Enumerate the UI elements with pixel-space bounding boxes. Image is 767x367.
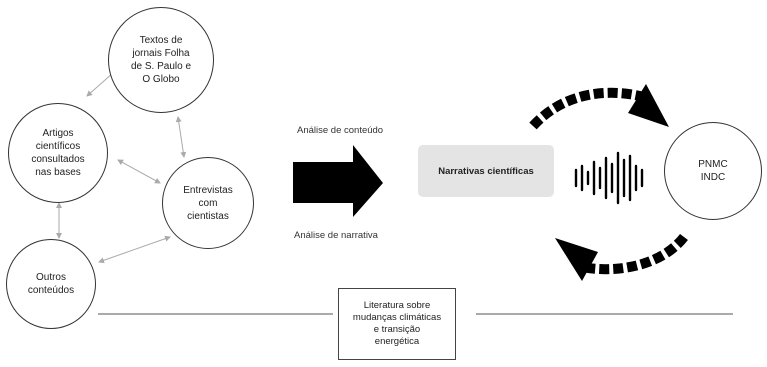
- block-arrow: [293, 145, 383, 217]
- cycle-arrow-bottom: [576, 233, 688, 275]
- circle-entrevistas-label: Entrevistas com cientistas: [183, 184, 233, 222]
- circle-policy-label: PNMC INDC: [698, 159, 728, 183]
- circle-entrevistas: Entrevistas com cientistas: [162, 157, 254, 249]
- connector-artigos-entrevistas: [117, 159, 161, 184]
- literature-box: Literatura sobre mudanças climáticas e t…: [338, 288, 456, 360]
- content-analysis-label: Análise de conteúdo: [297, 125, 384, 136]
- narrative-analysis-label: Análise de narrativa: [294, 230, 378, 241]
- literature-label: Literatura sobre mudanças climáticas e t…: [352, 300, 442, 347]
- cycle-arrowhead-bottom: [555, 238, 598, 281]
- narrativas-label: Narrativas científicas: [438, 165, 534, 177]
- connector-textos-entrevistas: [175, 116, 187, 158]
- circle-outros-label: Outros conteúdos: [27, 272, 75, 296]
- circle-artigos: Artigos científicos consultados nas base…: [8, 103, 108, 203]
- circle-outros: Outros conteúdos: [6, 239, 96, 329]
- connector-outros-entrevistas: [98, 235, 171, 264]
- circle-policy: PNMC INDC: [664, 122, 762, 220]
- narrativas-box: Narrativas científicas: [418, 145, 554, 197]
- circle-artigos-label: Artigos científicos consultados nas base…: [31, 128, 85, 178]
- cycle-arrowhead-top: [628, 84, 669, 127]
- circle-textos-label: Textos de jornais Folha de S. Paulo e O …: [130, 35, 192, 85]
- cycle-arrow-top: [529, 87, 650, 130]
- sound-wave-icon: [574, 151, 644, 205]
- circle-textos: Textos de jornais Folha de S. Paulo e O …: [108, 7, 214, 113]
